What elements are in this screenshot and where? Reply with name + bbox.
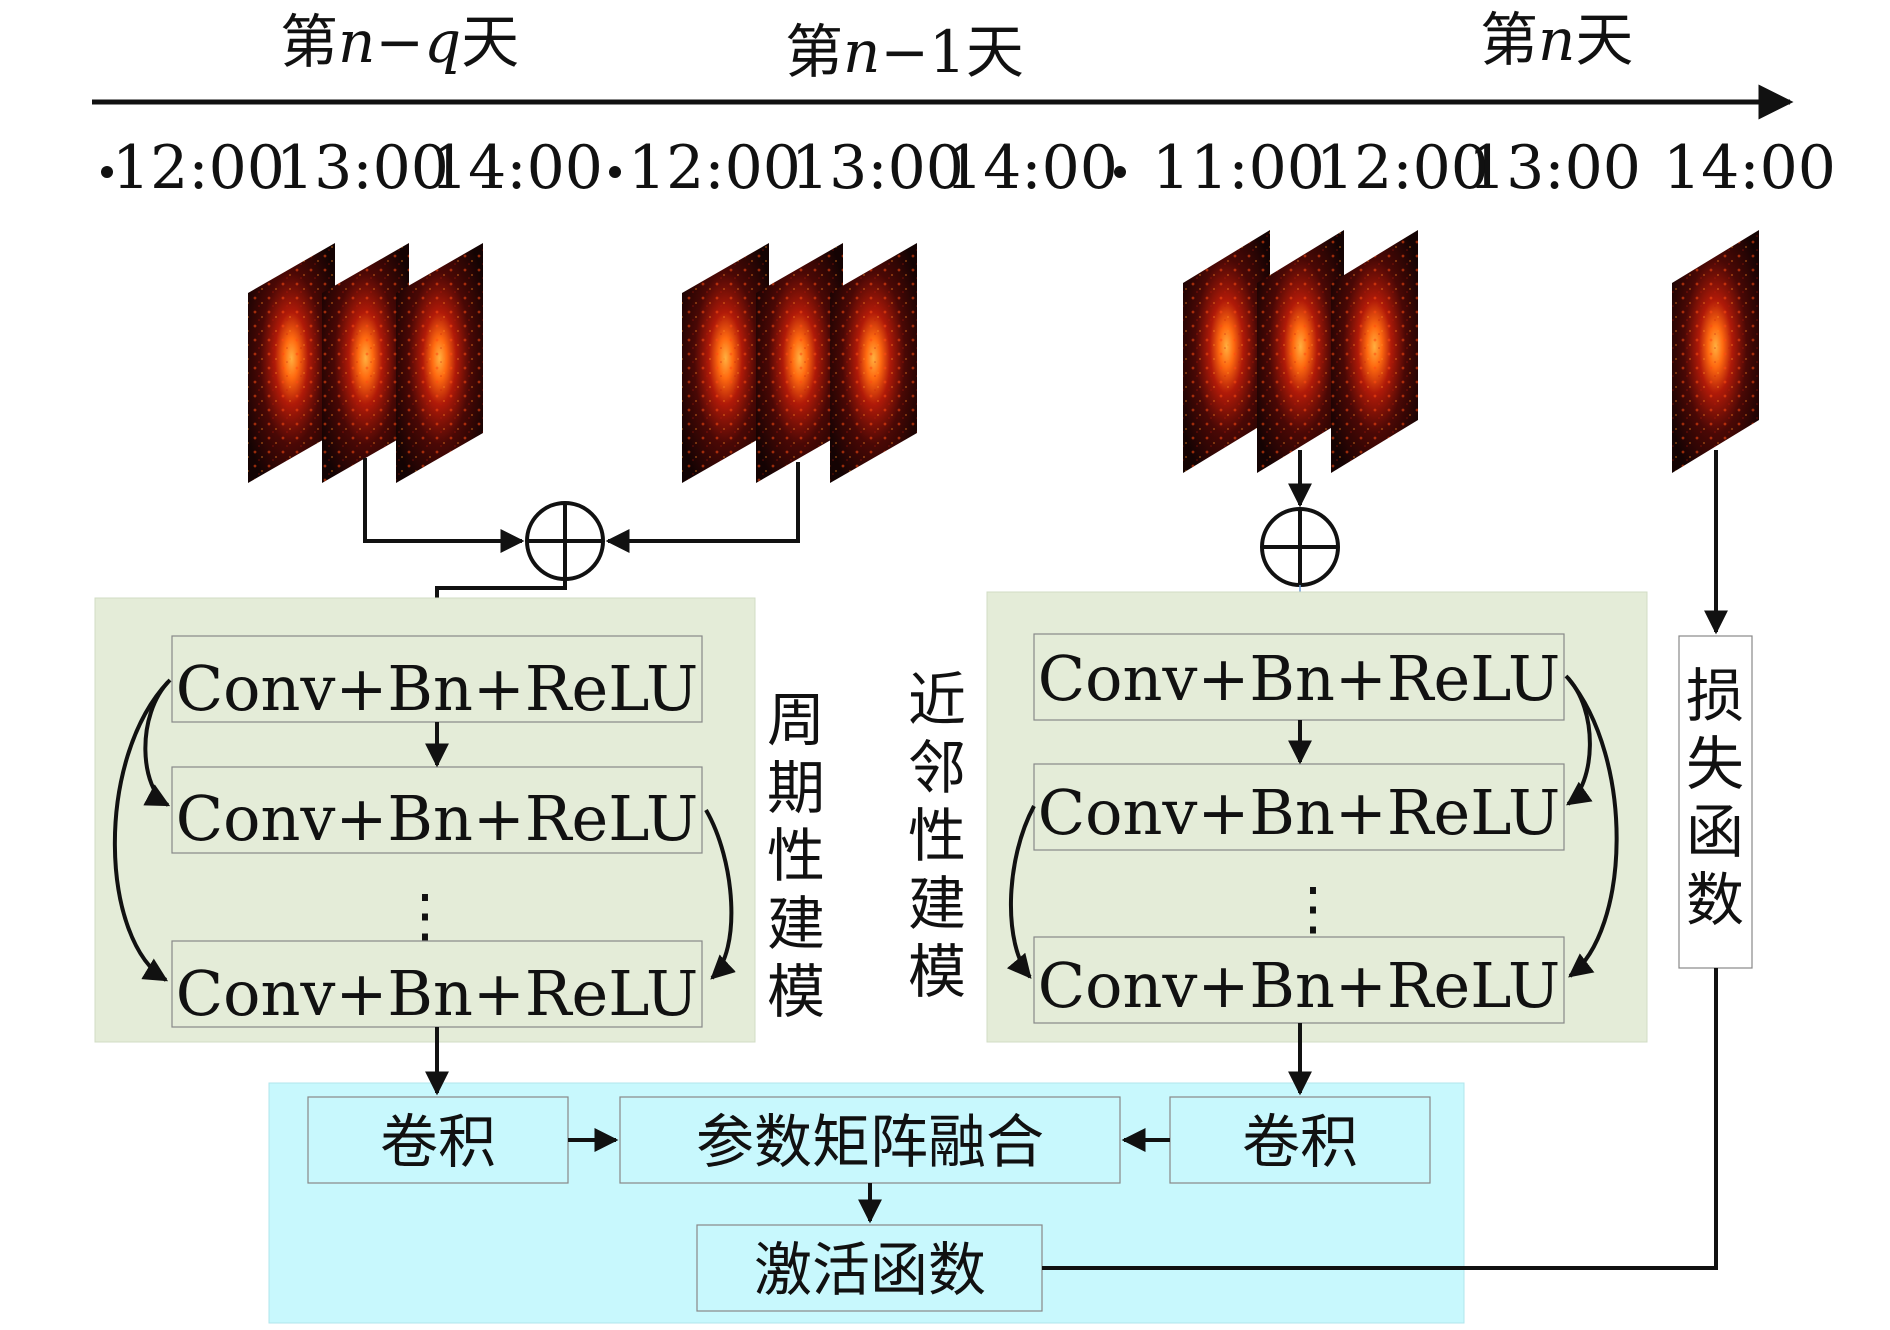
sum-node-neighbor [1260, 507, 1340, 587]
conv-block-label: Conv+Bn+ReLU [1038, 642, 1561, 715]
svg-text:建: 建 [767, 890, 825, 958]
matrix-fusion-label: 参数矩阵融合 [696, 1108, 1044, 1176]
conv-left-box [307, 1096, 569, 1184]
neighbor-skip-arrows [1006, 674, 1619, 979]
time-label: 13:00 [791, 133, 964, 203]
conv-right-box [1169, 1096, 1431, 1184]
timeline-dot [101, 166, 113, 178]
conv-block-label: Conv+Bn+ReLU [176, 782, 699, 855]
time-label: 12:00 [112, 133, 285, 203]
sum-node-periodic [525, 501, 605, 581]
neighbor-blocks: Conv+Bn+ReLU Conv+Bn+ReLU ⋮ Conv+Bn+ReLU [1033, 633, 1565, 1024]
conv-block-label: Conv+Bn+ReLU [176, 957, 699, 1030]
conv-block [1033, 633, 1565, 721]
heatmap-group-target [1672, 230, 1759, 473]
conv-block [171, 766, 703, 854]
svg-text:建: 建 [908, 870, 966, 938]
conv-block-label: Conv+Bn+ReLU [1038, 776, 1561, 849]
activation-box [696, 1224, 1043, 1312]
ellipsis: ⋮ [1284, 874, 1342, 942]
time-label: 14:00 [945, 133, 1118, 203]
conv-block [171, 635, 703, 723]
day-label-n: 第n天 [1480, 6, 1633, 74]
periodic-side-label: 周 期 性 建 模 [767, 686, 825, 1026]
conv-block-label: Conv+Bn+ReLU [1038, 949, 1561, 1022]
time-label: 12:00 [628, 133, 801, 203]
day-label-n-minus-1: 第n−1天 [785, 18, 1024, 86]
loss-function-box [1678, 635, 1753, 969]
svg-text:性: 性 [767, 822, 825, 890]
periodic-blocks: Conv+Bn+ReLU Conv+Bn+ReLU ⋮ Conv+Bn+ReLU [171, 635, 703, 1030]
time-label: 14:00 [430, 133, 603, 203]
timeline: 第n−q天 第n−1天 第n天 12:00 13:00 14:00 12:00 … [92, 6, 1836, 203]
time-label: 14:00 [1663, 133, 1836, 203]
loss-function-label: 损 失 函 数 [1686, 662, 1744, 934]
time-label: 11:00 [1152, 133, 1325, 203]
heatmap-group-recent [1183, 230, 1418, 473]
time-label: 13:00 [1468, 133, 1641, 203]
svg-text:损: 损 [1686, 662, 1744, 730]
svg-text:周: 周 [767, 686, 825, 754]
svg-text:性: 性 [908, 802, 966, 870]
conv-right-label: 卷积 [1242, 1108, 1358, 1176]
conv-block-label: Conv+Bn+ReLU [176, 652, 699, 725]
ellipsis: ⋮ [396, 881, 454, 949]
svg-text:期: 期 [767, 754, 825, 822]
timeline-dot [609, 166, 621, 178]
conv-block [171, 940, 703, 1028]
timeline-dot [1114, 166, 1126, 178]
svg-text:失: 失 [1686, 730, 1744, 798]
periodic-skip-arrows [112, 678, 736, 982]
svg-text:邻: 邻 [908, 734, 966, 802]
heatmap-group-period-1 [248, 243, 483, 483]
conv-block [1033, 763, 1565, 851]
time-label: 12:00 [1316, 133, 1489, 203]
activation-label: 激活函数 [754, 1236, 986, 1304]
time-labels: 12:00 13:00 14:00 12:00 13:00 14:00 11:0… [112, 133, 1836, 203]
svg-text:模: 模 [767, 958, 825, 1026]
svg-text:数: 数 [1686, 866, 1744, 934]
fusion-arrows [425, 968, 1718, 1270]
matrix-fusion-box [619, 1096, 1121, 1184]
conv-left-label: 卷积 [380, 1108, 496, 1176]
day-label-n-minus-q: 第n−q天 [280, 8, 519, 76]
svg-text:近: 近 [908, 666, 966, 734]
heatmap-group-period-2 [682, 243, 917, 483]
svg-text:函: 函 [1686, 798, 1744, 866]
time-label: 13:00 [276, 133, 449, 203]
neighbor-side-label: 近 邻 性 建 模 [908, 666, 966, 1006]
svg-text:模: 模 [908, 938, 966, 1006]
